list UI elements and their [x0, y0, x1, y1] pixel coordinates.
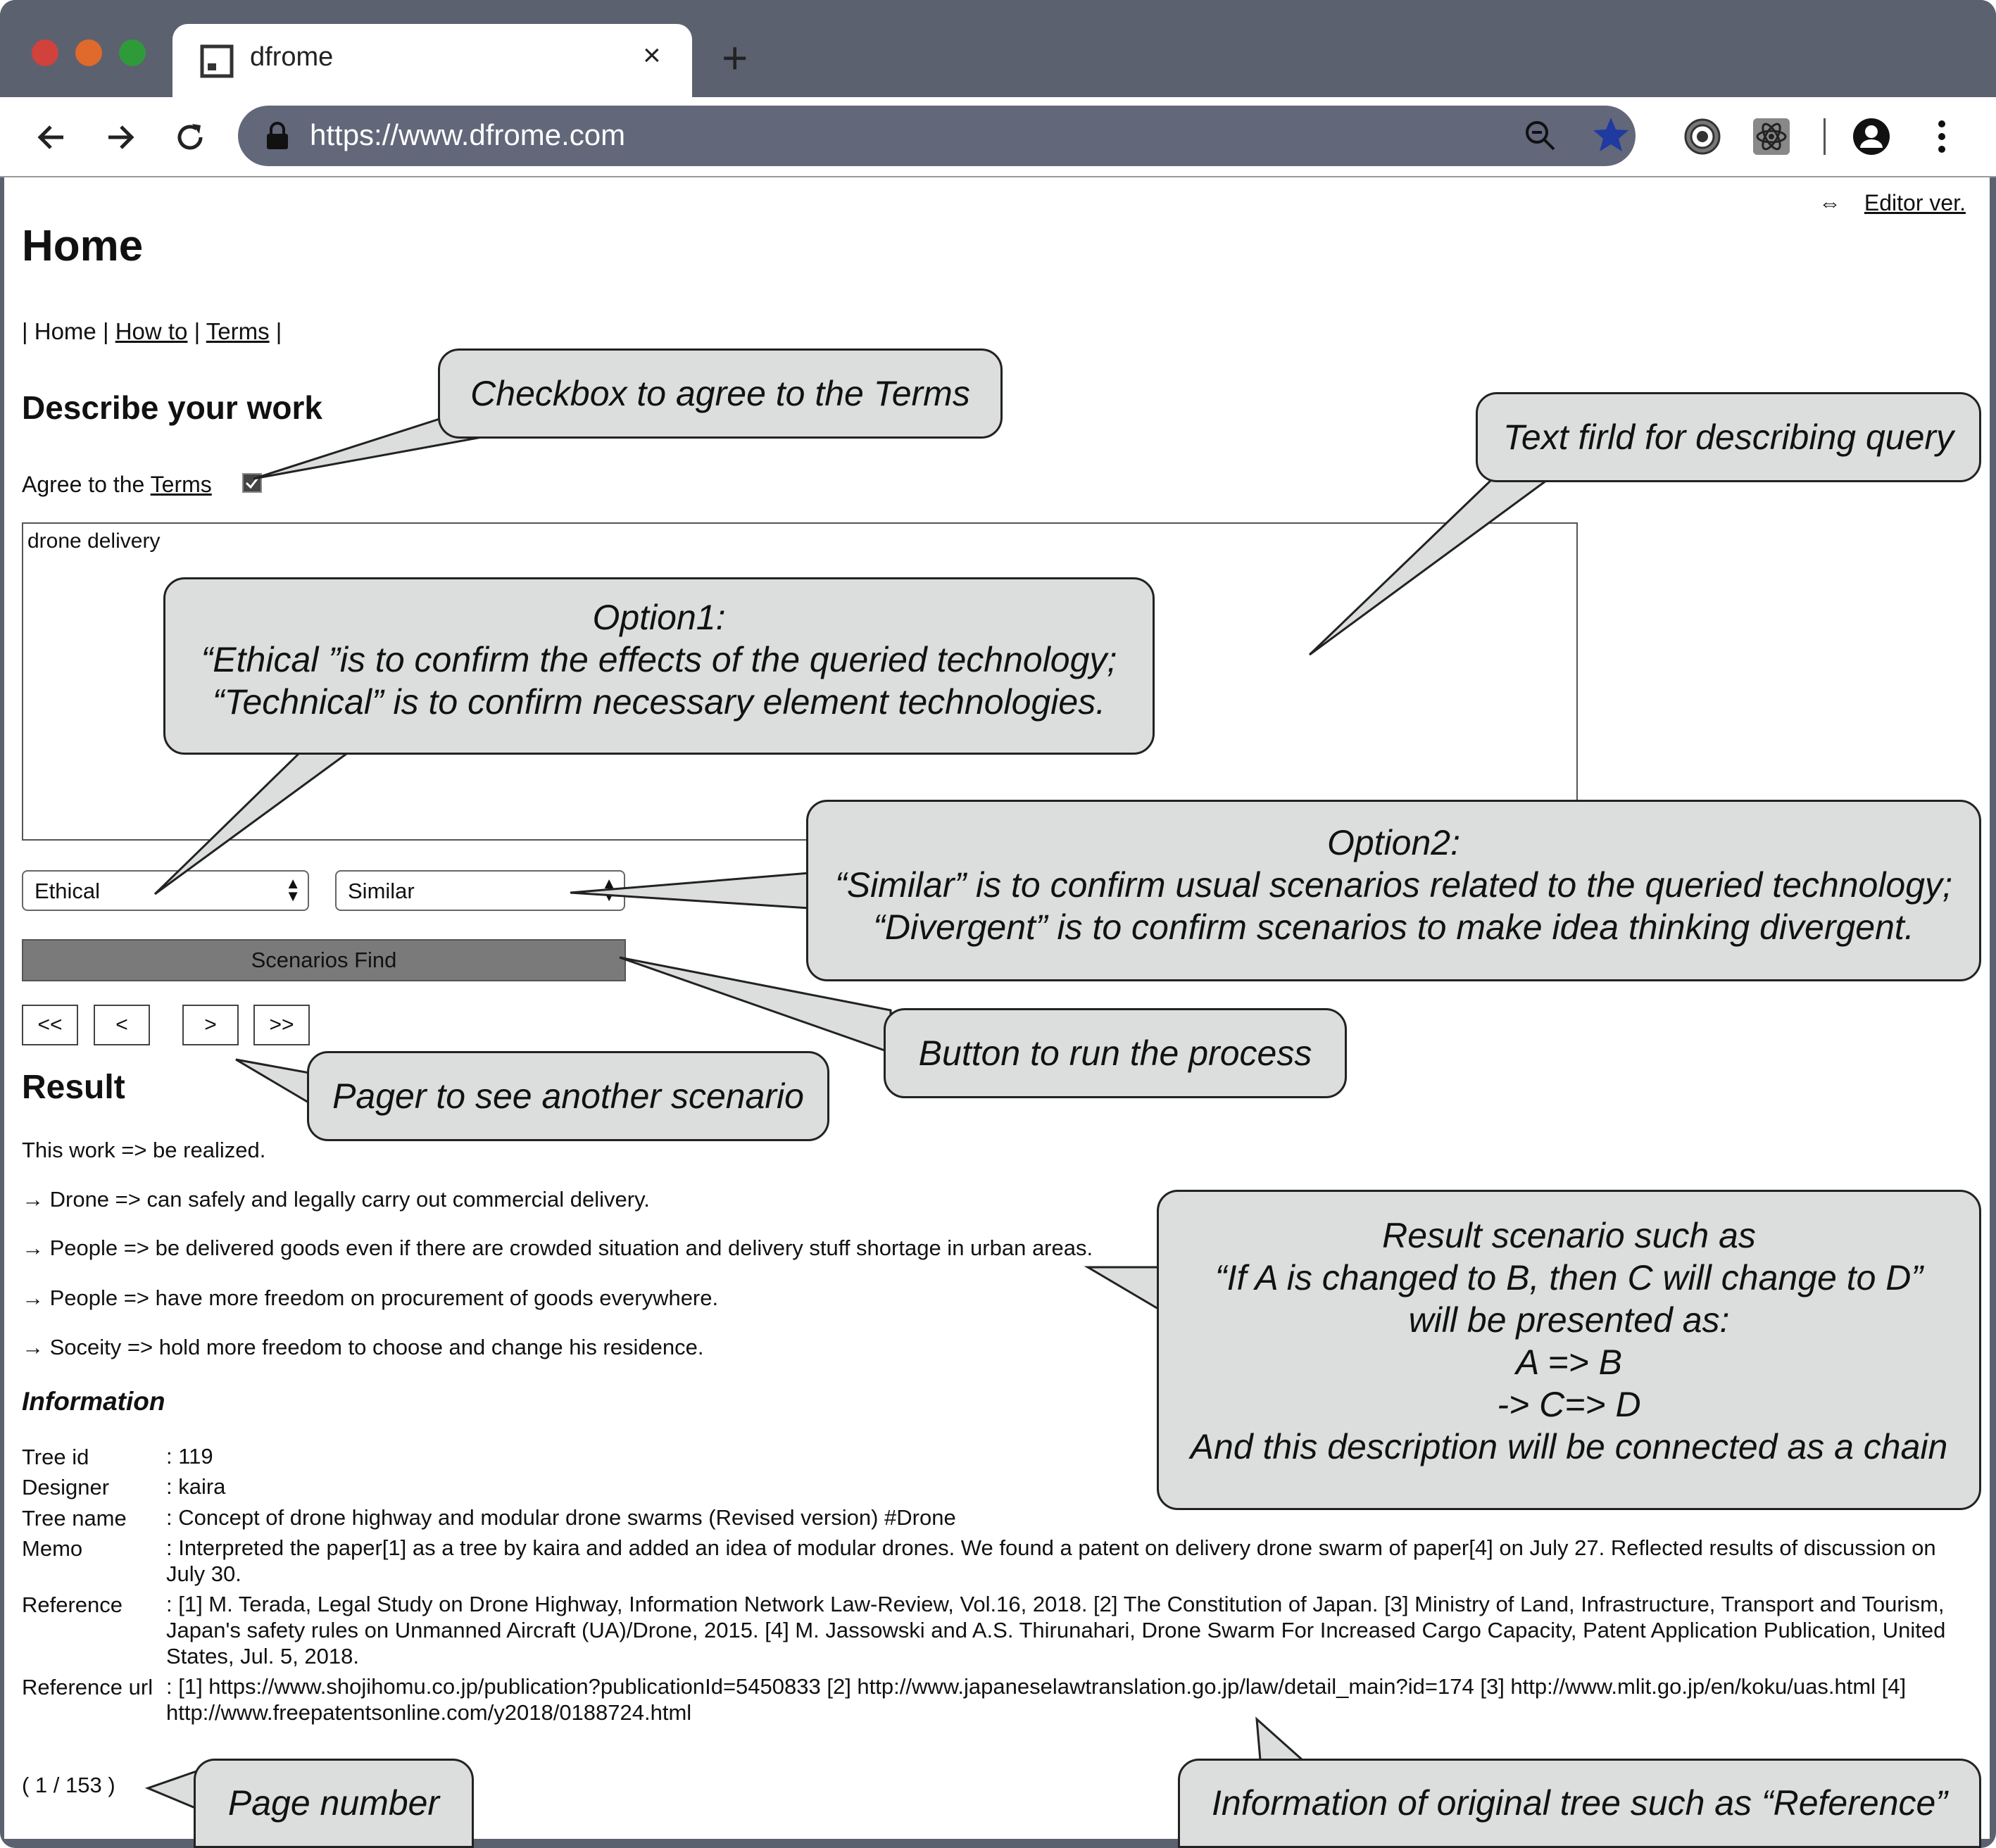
pager-first-button[interactable]: << [22, 1005, 78, 1045]
page-favicon-icon [200, 44, 234, 78]
tab-close-icon[interactable]: × [643, 38, 661, 73]
tree-id-label: Tree id [22, 1445, 89, 1469]
scenarios-find-button[interactable]: Scenarios Find [22, 939, 626, 981]
maximize-window-button[interactable] [119, 39, 146, 66]
tree-id-value: : 119 [166, 1444, 213, 1469]
result-line: → People => be delivered goods even if t… [22, 1236, 1093, 1260]
kebab-menu-icon[interactable] [1928, 117, 1956, 156]
reference-value: : [1] M. Terada, Legal Study on Drone Hi… [166, 1592, 1946, 1668]
callout-result: Result scenario such as “If A is changed… [1157, 1190, 1981, 1510]
result-line: → Soceity => hold more freedom to choose… [22, 1335, 704, 1359]
nav-separator: | [102, 318, 109, 344]
callout-result-line: will be presented as: [1408, 1300, 1730, 1340]
page-number: ( 1 / 153 ) [22, 1773, 115, 1797]
option1-value: Ethical [34, 879, 101, 903]
new-tab-button[interactable]: + [722, 32, 748, 83]
callout-option1: Option1: “Ethical ”is to confirm the eff… [163, 577, 1155, 755]
designer-value: : kaira [166, 1474, 226, 1499]
callout-pager: Pager to see another scenario [307, 1051, 829, 1141]
callout-option2: Option2: “Similar” is to confirm usual s… [806, 800, 1981, 981]
title-bar: dfrome × + [0, 0, 1996, 97]
nav-terms-link[interactable]: Terms [206, 318, 270, 344]
agree-terms-label: Agree to the Terms [22, 472, 212, 498]
result-heading: Result [22, 1069, 125, 1106]
callout-result-line: -> C=> D [1497, 1385, 1641, 1424]
callout-pointer-textfield [1308, 477, 1552, 656]
nav-home: Home [34, 318, 96, 344]
information-heading: Information [22, 1387, 165, 1416]
agree-prefix: Agree to the [22, 472, 145, 497]
describe-heading: Describe your work [22, 389, 322, 426]
callout-pointer-result [1084, 1266, 1163, 1313]
extension-react-icon[interactable] [1752, 117, 1791, 156]
callout-pointer-page-number [144, 1768, 200, 1811]
callout-page-number: Page number [194, 1759, 474, 1848]
lock-icon [267, 122, 288, 149]
url-text[interactable]: https://www.dfrome.com [310, 118, 626, 151]
callout-option1-line: Option1: [592, 598, 726, 637]
editor-version-link-group: ⇔ Editor ver. [1819, 190, 1966, 216]
callout-information: Information of original tree such as “Re… [1178, 1759, 1981, 1848]
forward-arrow-icon[interactable] [103, 120, 138, 155]
tab-title: dfrome [250, 42, 334, 72]
callout-result-line: “If A is changed to B, then C will chang… [1214, 1258, 1923, 1297]
callout-pointer-option2 [570, 872, 811, 910]
browser-toolbar: https://www.dfrome.com [0, 97, 1996, 177]
close-window-button[interactable] [32, 39, 58, 66]
option1-select[interactable]: Ethical ▲▼ [22, 870, 309, 911]
pager-next-button[interactable]: > [182, 1005, 239, 1045]
callout-textfield: Text firld for describing query [1476, 392, 1981, 482]
nav-separator: | [194, 318, 201, 344]
callout-result-line: And this description will be connected a… [1190, 1427, 1948, 1466]
result-line: → Drone => can safely and legally carry … [22, 1187, 650, 1212]
nav-separator: | [22, 318, 28, 344]
tree-name-label: Tree name [22, 1506, 127, 1530]
reference-url-label: Reference url [22, 1675, 153, 1699]
option2-value: Similar [348, 879, 415, 903]
callout-pointer-pager [235, 1058, 315, 1107]
callout-pointer-information [1255, 1716, 1305, 1761]
swap-arrows-icon: ⇔ [1819, 190, 1841, 215]
memo-value: : Interpreted the paper[1] as a tree by … [166, 1535, 1936, 1586]
toolbar-divider [1824, 118, 1826, 155]
agree-terms-link[interactable]: Terms [150, 472, 212, 497]
reference-label: Reference [22, 1592, 123, 1617]
tree-name-value: : Concept of drone highway and modular d… [166, 1505, 956, 1530]
memo-label: Memo [22, 1536, 83, 1561]
callout-option2-line: “Similar” is to confirm usual scenarios … [835, 865, 1952, 905]
callout-option2-line: “Divergent” is to confirm scenarios to m… [873, 907, 1914, 947]
reference-url-value: : [1] https://www.shojihomu.co.jp/public… [166, 1674, 1907, 1725]
select-updown-icon: ▲▼ [285, 874, 301, 905]
profile-avatar-icon[interactable] [1852, 117, 1891, 156]
address-bar[interactable]: https://www.dfrome.com [238, 106, 1636, 166]
callout-option1-line: “Technical” is to confirm necessary elem… [212, 682, 1106, 722]
bookmark-star-icon[interactable] [1591, 115, 1631, 155]
designer-label: Designer [22, 1475, 110, 1500]
callout-option1-line: “Ethical ”is to confirm the effects of t… [201, 640, 1117, 679]
callout-button: Button to run the process [884, 1008, 1347, 1098]
reload-icon[interactable] [172, 120, 208, 155]
callout-pointer-option1 [153, 748, 356, 895]
callout-checkbox: Checkbox to agree to the Terms [438, 348, 1003, 439]
callout-option2-line: Option2: [1326, 823, 1460, 862]
nav-bar: | Home | How to | Terms | [22, 318, 282, 345]
nav-separator: | [275, 318, 282, 344]
pager-last-button[interactable]: >> [253, 1005, 310, 1045]
page-title: Home [22, 222, 144, 270]
extension-target-icon[interactable] [1683, 117, 1722, 156]
nav-how-to-link[interactable]: How to [115, 318, 188, 344]
pager-prev-button[interactable]: < [94, 1005, 150, 1045]
callout-result-line: Result scenario such as [1382, 1216, 1756, 1255]
callout-result-line: A => B [1515, 1343, 1623, 1382]
minimize-window-button[interactable] [75, 39, 102, 66]
result-line: This work => be realized. [22, 1138, 266, 1162]
browser-tab[interactable]: dfrome × [172, 24, 692, 97]
checkmark-icon [245, 477, 259, 489]
editor-version-link[interactable]: Editor ver. [1864, 190, 1966, 215]
back-arrow-icon[interactable] [34, 120, 69, 155]
result-line: → People => have more freedom on procure… [22, 1286, 719, 1310]
zoom-out-icon[interactable] [1523, 118, 1558, 153]
